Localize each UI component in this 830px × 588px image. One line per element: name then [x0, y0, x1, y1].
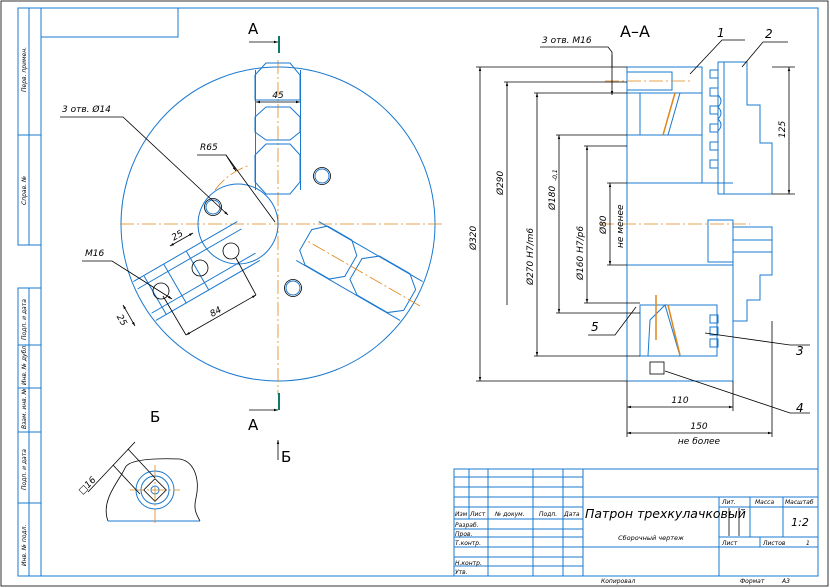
section-dimensions: Ø320 Ø290 Ø270 H7/m6 Ø180 -0,1 Ø160 H7/p… [468, 36, 795, 447]
mass-label: Масса [755, 499, 774, 506]
dim-150-note: не более [678, 437, 721, 447]
detail-view-b: Б □16 [77, 408, 201, 525]
strip-label: Инв. № дубл. [21, 344, 28, 385]
dim-84: 84 [209, 305, 224, 320]
header-sign: Подп. [539, 511, 557, 518]
dim-d290: Ø290 [495, 170, 506, 196]
dim-d180-tolerance: -0,1 [552, 169, 559, 181]
header-date: Дата [563, 511, 580, 518]
section-label-a-bottom: А [248, 416, 259, 434]
drawing-title: Патрон трехкулачковый [585, 506, 746, 521]
detail-label: Б [150, 408, 160, 426]
dim-d320: Ø320 [468, 225, 479, 251]
sheets-label: Листов [762, 540, 786, 547]
dim-25-top: 25 [170, 229, 185, 244]
sheet-label: Лист [721, 540, 738, 547]
dim-110: 110 [671, 396, 688, 406]
callout-2: 2 [765, 27, 773, 41]
dim-d270: Ø270 H7/m6 [525, 228, 536, 286]
callout-1: 1 [717, 26, 725, 40]
dim-150: 150 [690, 422, 707, 432]
adjusting-screw [707, 219, 734, 263]
format-label: Формат [740, 578, 765, 585]
front-view: 45 3 отв. Ø14 R65 M16 25 25 84 А А [60, 20, 445, 466]
jaw-slot-top [254, 62, 301, 195]
side-strip: Перв. примен. Справ. № Подп. и дата Инв.… [17, 7, 42, 577]
section-label-a-top: А [248, 20, 259, 38]
role-norm-control: Н.контр. [455, 560, 482, 567]
header-izm: Изм [455, 511, 468, 518]
dim-d160: Ø160 H7/p6 [575, 226, 586, 281]
dim-square-16: □16 [77, 475, 98, 496]
jaw-lower [732, 226, 773, 322]
part-callouts: 1 2 3 4 5 [588, 26, 810, 415]
sheets-value: 1 [806, 540, 810, 547]
body-upper [626, 66, 703, 184]
jaw-upper [717, 61, 773, 195]
format-value: А3 [781, 578, 790, 585]
jaw-slot-right [295, 221, 423, 321]
hole-circle-arc [214, 164, 251, 191]
section-title: А–А [620, 22, 650, 41]
front-dimensions: 45 3 отв. Ø14 R65 M16 25 25 84 [60, 91, 300, 336]
note-holes-m16: 3 отв. М16 [542, 36, 592, 46]
note-holes-d14: 3 отв. Ø14 [62, 104, 111, 115]
jaw-slot-left [133, 221, 261, 321]
dim-slot-width: 45 [272, 91, 284, 101]
top-left-box [40, 7, 179, 38]
callout-4: 4 [796, 401, 804, 415]
dim-radius: R65 [200, 143, 218, 153]
strip-label: Подп. и дата [21, 449, 28, 490]
callout-5: 5 [591, 320, 599, 334]
hub-bore [197, 183, 279, 265]
wedge [647, 304, 681, 357]
section-marks: А А Б [248, 20, 291, 466]
view-arrow-b: Б [281, 448, 291, 466]
role-checker: Пров. [455, 531, 473, 538]
note-thread: M16 [85, 249, 104, 259]
lit-label: Лит. [721, 499, 736, 506]
screw-4 [649, 361, 665, 375]
strip-label: Взам. инв. № [21, 388, 28, 429]
dim-125: 125 [778, 121, 788, 138]
role-developer: Разраб. [455, 522, 479, 529]
header-list: Лист [469, 511, 486, 518]
dim-25-side: 25 [114, 313, 129, 328]
section-view-a-a: А–А Ø3 [468, 22, 810, 447]
jaw-teeth [709, 69, 722, 169]
strip-label: Перв. примен. [21, 47, 28, 92]
mounting-holes [152, 167, 331, 300]
scale-value: 1:2 [791, 516, 809, 529]
drawing-subtitle: Сборочный чертеж [618, 534, 684, 542]
copied-label: Копировал [601, 578, 635, 585]
scale-label: Масштаб [785, 499, 814, 506]
dim-d180: Ø180 [547, 185, 558, 211]
dim-d80: Ø80 [598, 215, 609, 235]
title-block: Изм Лист № докум. Подп. Дата Разраб. Про… [453, 468, 819, 585]
callout-3: 3 [796, 344, 804, 358]
dim-d80-note: не менее [616, 204, 626, 248]
role-approver: Утв. [455, 569, 468, 576]
role-tech-control: Т.контр. [455, 540, 481, 547]
strip-label: Инв. № подл. [21, 525, 28, 566]
strip-label: Справ. № [21, 176, 28, 205]
strip-label: Подп. и дата [21, 299, 28, 340]
header-doc: № докум. [494, 511, 525, 518]
